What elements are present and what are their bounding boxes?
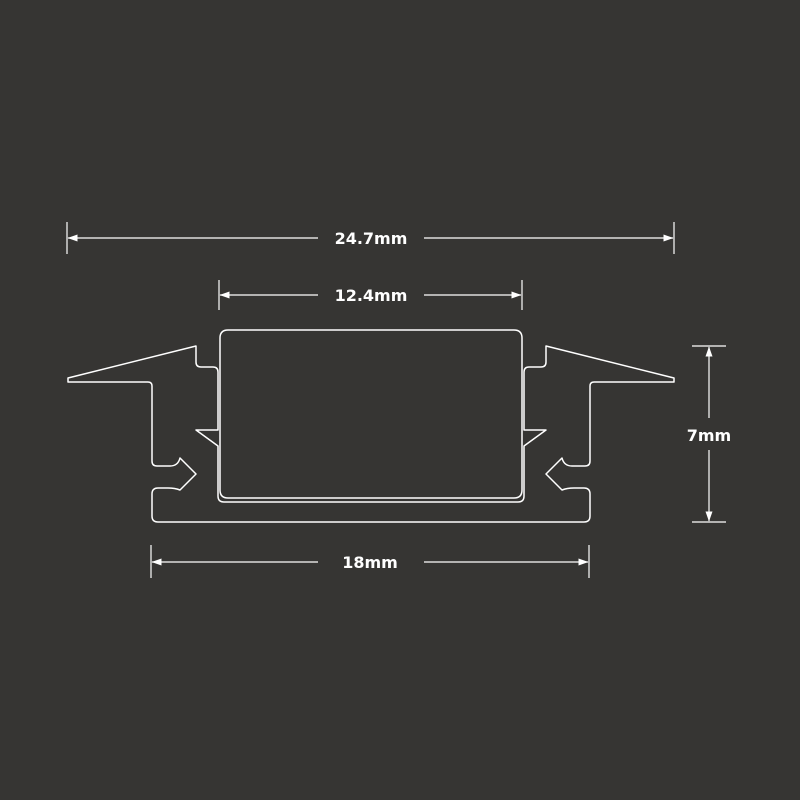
dimension-height bbox=[692, 345, 726, 523]
dimension-base-width bbox=[150, 545, 590, 578]
inner-channel-path bbox=[219, 329, 523, 499]
outer-profile-path bbox=[67, 345, 675, 523]
overall-width-label: 24.7mm bbox=[335, 229, 408, 248]
base-width-label: 18mm bbox=[342, 553, 398, 572]
dimension-overall-width bbox=[66, 222, 675, 254]
dimension-inner-width bbox=[218, 280, 523, 310]
inner-width-label: 12.4mm bbox=[335, 286, 408, 305]
height-label: 7mm bbox=[687, 426, 731, 445]
profile-outline bbox=[67, 329, 675, 523]
